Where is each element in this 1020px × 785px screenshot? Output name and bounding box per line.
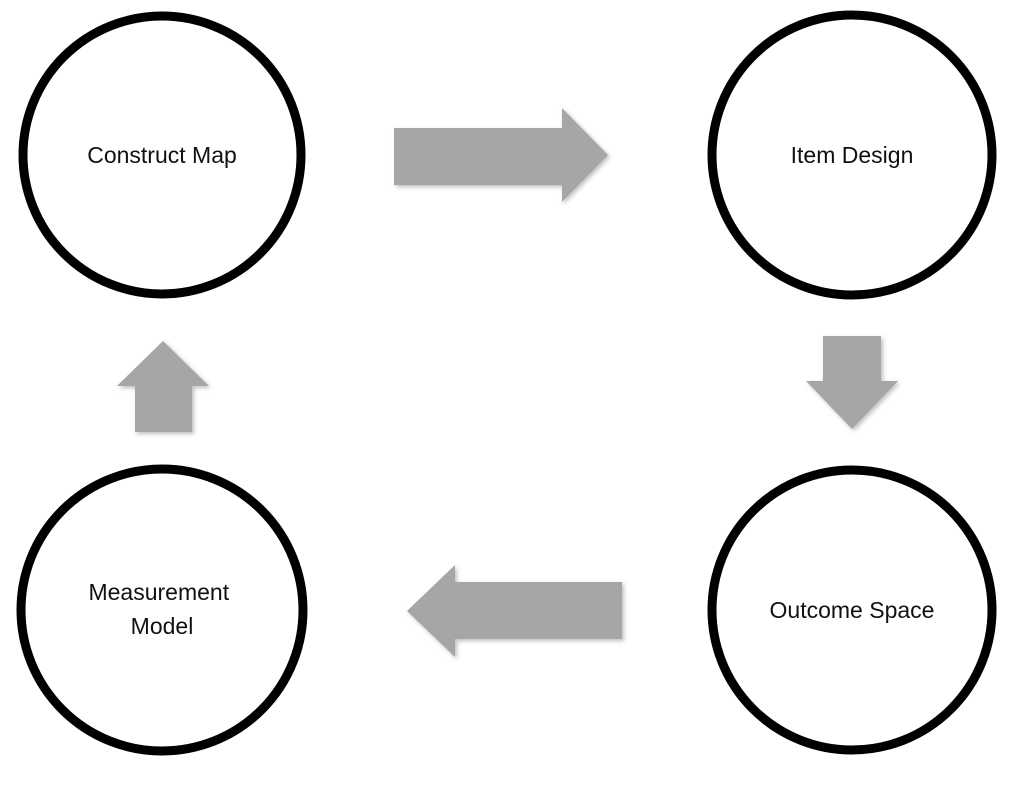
node-measurement-model: Measurement Model: [16, 464, 308, 756]
node-item-design-label-line: Item Design: [791, 142, 914, 168]
node-measurement-model-circle: [16, 464, 308, 756]
arrow-measurement-model-to-construct-map: [117, 341, 209, 432]
node-measurement-model-label-line-2: Model: [131, 613, 194, 639]
node-item-design: Item Design: [707, 10, 997, 300]
node-construct-map: Construct Map: [18, 11, 306, 299]
arrow-outcome-space-to-measurement-model: [407, 565, 622, 657]
node-item-design-label: Item Design: [791, 142, 914, 168]
node-measurement-model-label: Measurement Model: [88, 579, 235, 639]
node-outcome-space-label: Outcome Space: [770, 597, 935, 623]
node-outcome-space: Outcome Space: [707, 465, 997, 755]
node-item-design-circle: [707, 10, 997, 300]
arrow-construct-map-to-item-design: [394, 108, 608, 202]
node-measurement-model-label-line-1: Measurement: [88, 579, 229, 605]
node-outcome-space-circle: [707, 465, 997, 755]
node-construct-map-label-line: Construct Map: [87, 142, 237, 168]
node-construct-map-circle: [18, 11, 306, 299]
arrow-item-design-to-outcome-space: [806, 336, 898, 429]
node-outcome-space-label-line: Outcome Space: [770, 597, 935, 623]
node-construct-map-label: Construct Map: [87, 142, 237, 168]
